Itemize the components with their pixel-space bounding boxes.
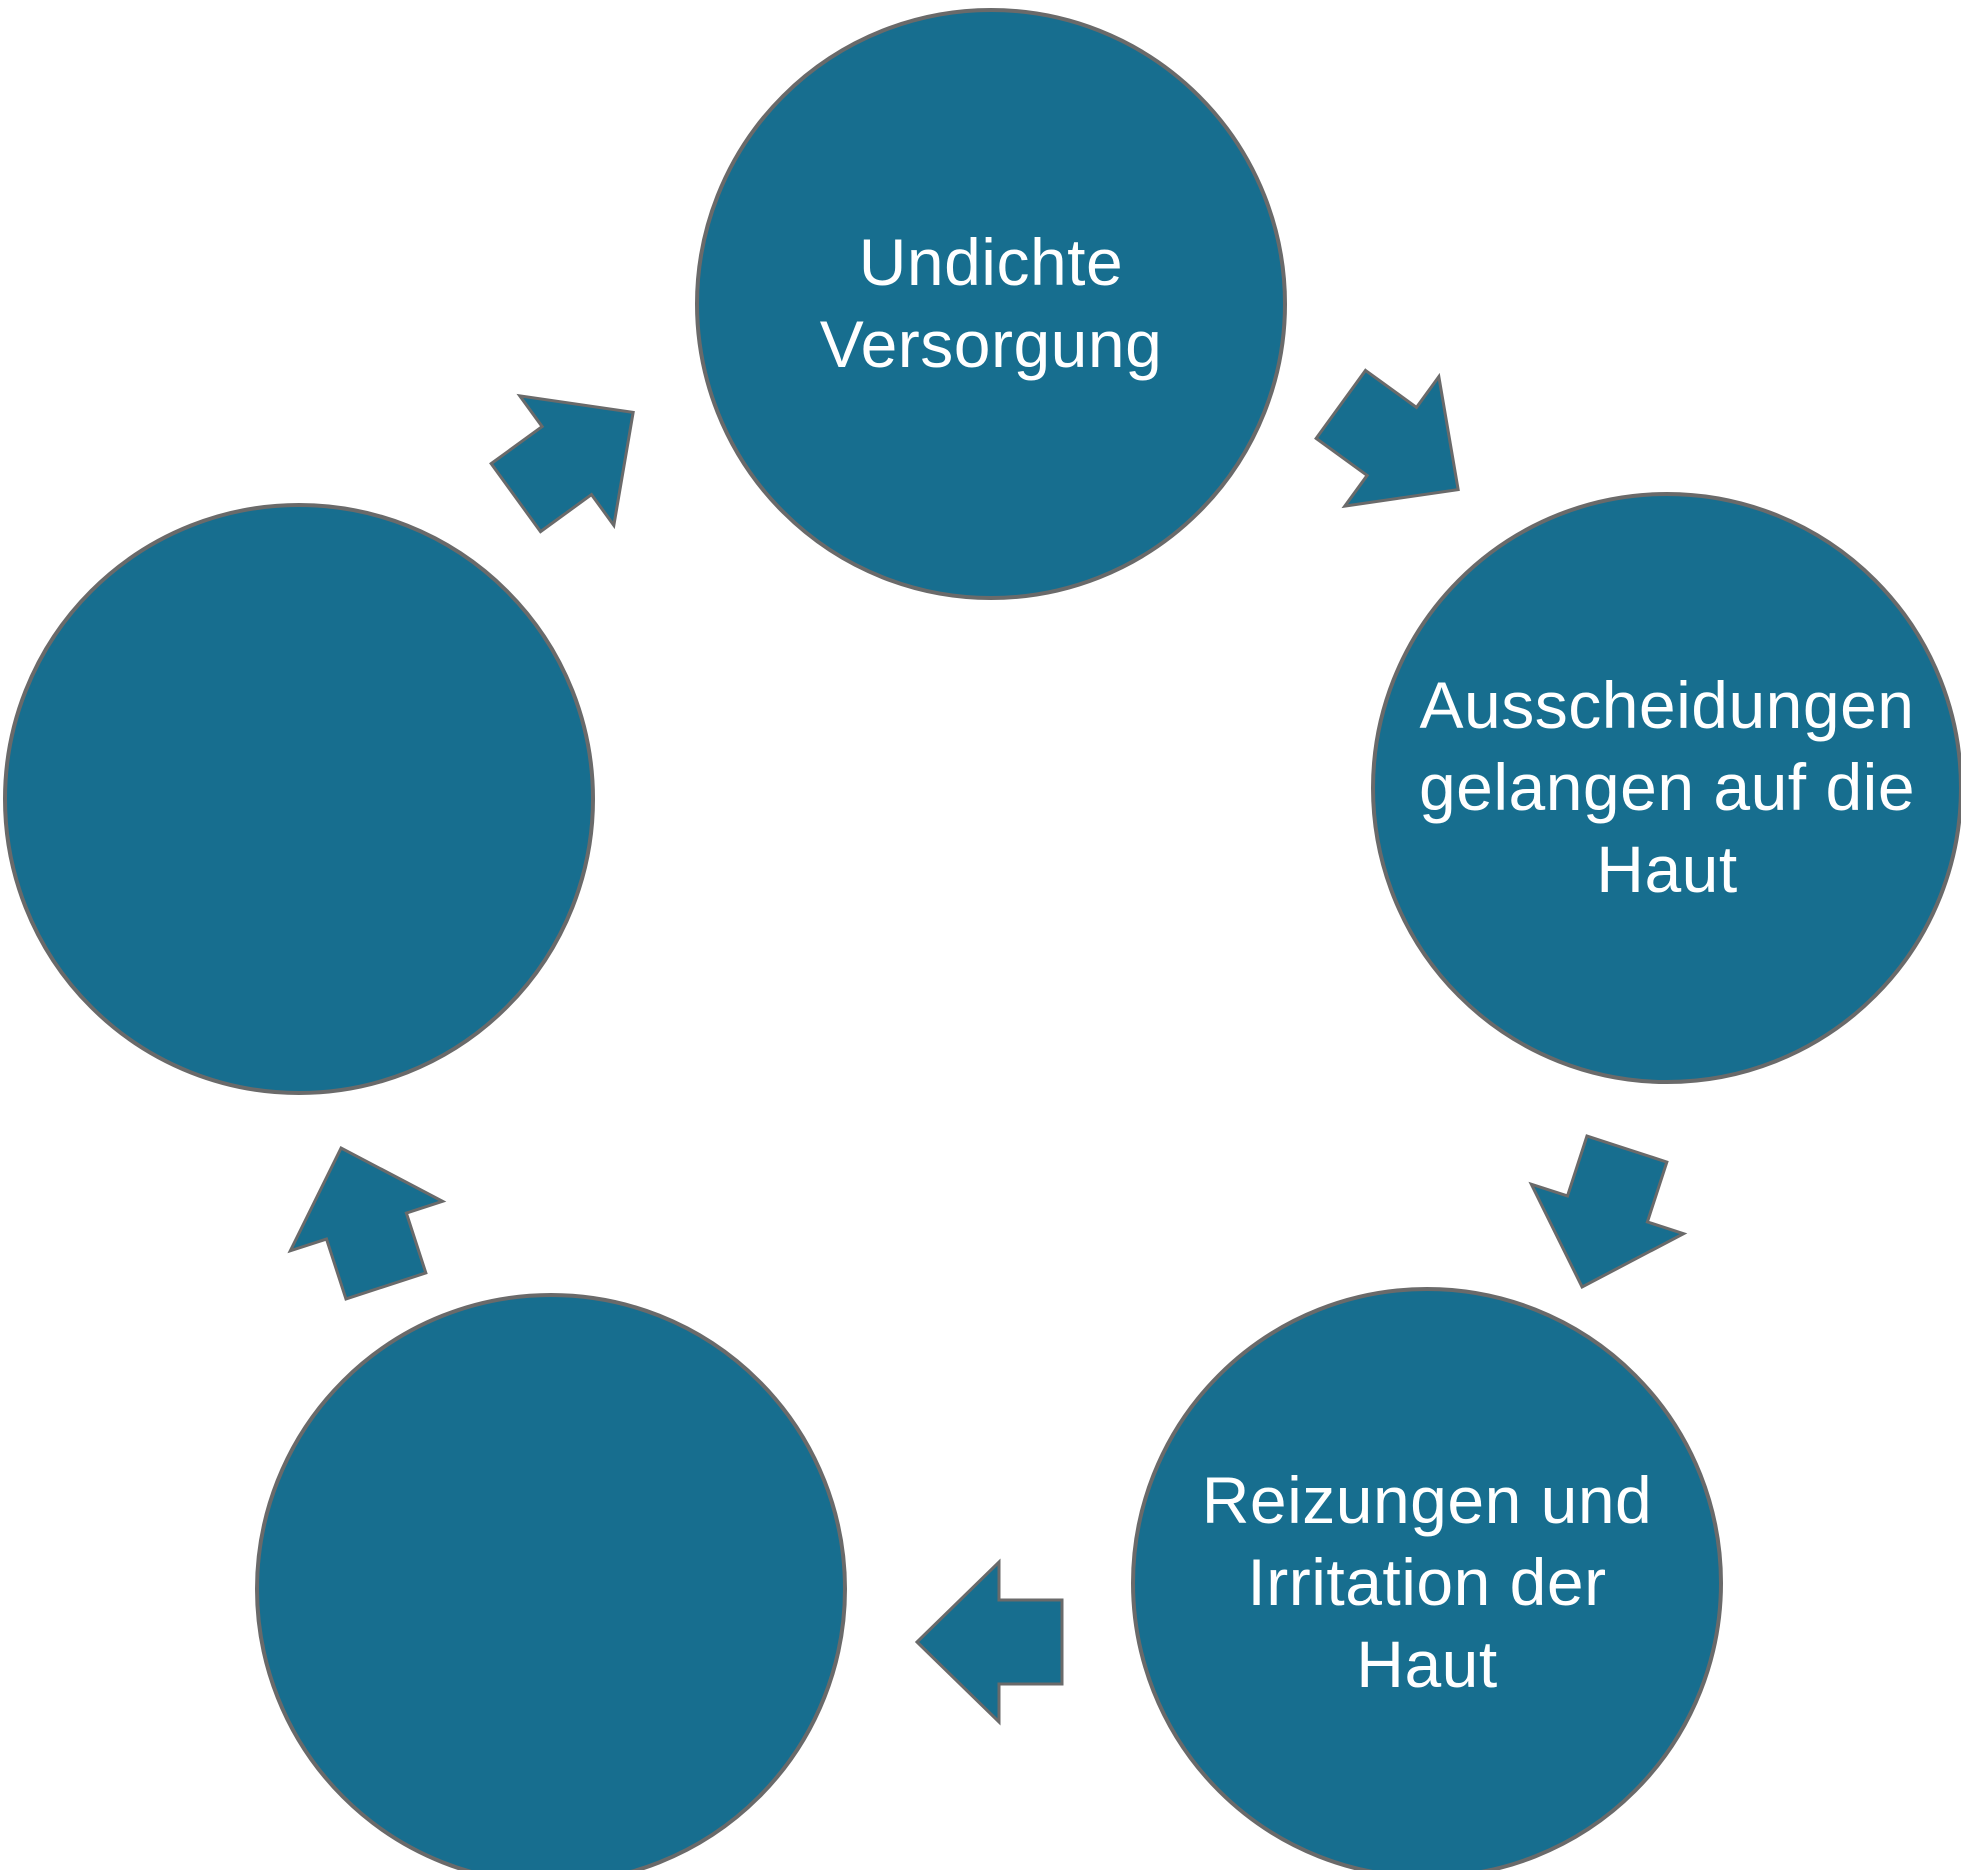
cycle-arrow-top-to-right-icon [1294, 340, 1505, 555]
cycle-node-right-label: Ausscheidungen gelangen auf die Haut [1418, 668, 1916, 906]
cycle-node-right: Ausscheidungen gelangen auf die Haut [1371, 492, 1961, 1084]
cycle-node-bottom-left [255, 1293, 847, 1870]
cycle-node-top-label: Undichte Versorgung [819, 225, 1163, 381]
cycle-node-left [3, 503, 595, 1095]
cycle-node-bottom-right: Reizungen und Irritation der Haut [1131, 1287, 1723, 1870]
cycle-arrow-left-to-top-icon [469, 348, 680, 563]
cycle-arrow-bottom-right-to-bottom-left-icon [914, 1558, 1064, 1726]
cycle-arrow-bottom-left-to-left-icon [265, 1123, 462, 1310]
cycle-arrow-right-to-bottom-right-icon [1506, 1124, 1703, 1311]
cycle-node-top: Undichte Versorgung [695, 8, 1287, 600]
cycle-node-bottom-right-label: Reizungen und Irritation der Haut [1201, 1463, 1653, 1701]
